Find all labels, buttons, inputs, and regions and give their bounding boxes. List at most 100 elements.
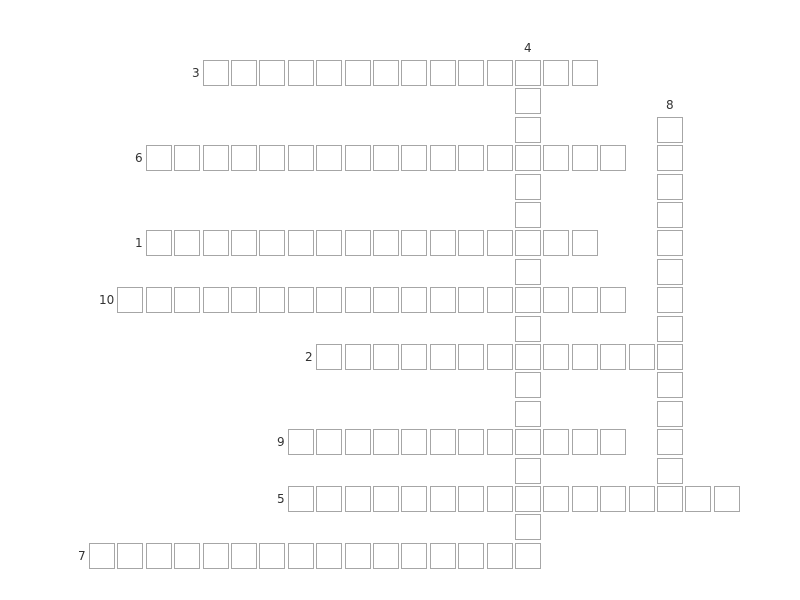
letter-input[interactable]: [459, 231, 483, 255]
crossword-cell[interactable]: [543, 145, 569, 171]
crossword-cell[interactable]: [657, 117, 683, 143]
letter-input[interactable]: [346, 544, 370, 568]
crossword-cell[interactable]: [487, 230, 513, 256]
crossword-cell[interactable]: [515, 401, 541, 427]
crossword-cell[interactable]: [373, 486, 399, 512]
letter-input[interactable]: [289, 288, 313, 312]
letter-input[interactable]: [346, 61, 370, 85]
letter-input[interactable]: [658, 373, 682, 397]
crossword-cell[interactable]: [401, 145, 427, 171]
crossword-cell[interactable]: [543, 60, 569, 86]
letter-input[interactable]: [630, 487, 654, 511]
crossword-cell[interactable]: [373, 145, 399, 171]
crossword-cell[interactable]: [543, 230, 569, 256]
letter-input[interactable]: [516, 373, 540, 397]
letter-input[interactable]: [147, 231, 171, 255]
letter-input[interactable]: [204, 146, 228, 170]
crossword-cell[interactable]: [458, 543, 484, 569]
letter-input[interactable]: [658, 459, 682, 483]
crossword-cell[interactable]: [316, 543, 342, 569]
crossword-cell[interactable]: [174, 145, 200, 171]
crossword-cell[interactable]: [231, 287, 257, 313]
letter-input[interactable]: [516, 146, 540, 170]
crossword-cell[interactable]: [401, 344, 427, 370]
crossword-cell[interactable]: [288, 287, 314, 313]
letter-input[interactable]: [516, 203, 540, 227]
letter-input[interactable]: [431, 146, 455, 170]
crossword-cell[interactable]: [288, 60, 314, 86]
crossword-cell[interactable]: [146, 543, 172, 569]
crossword-cell[interactable]: [373, 429, 399, 455]
letter-input[interactable]: [260, 61, 284, 85]
letter-input[interactable]: [346, 146, 370, 170]
letter-input[interactable]: [260, 544, 284, 568]
crossword-cell[interactable]: [657, 174, 683, 200]
letter-input[interactable]: [260, 146, 284, 170]
letter-input[interactable]: [516, 61, 540, 85]
crossword-cell[interactable]: [657, 429, 683, 455]
crossword-cell[interactable]: [146, 145, 172, 171]
letter-input[interactable]: [374, 61, 398, 85]
letter-input[interactable]: [402, 288, 426, 312]
letter-input[interactable]: [488, 487, 512, 511]
letter-input[interactable]: [544, 345, 568, 369]
crossword-cell[interactable]: [458, 287, 484, 313]
crossword-cell[interactable]: [316, 429, 342, 455]
letter-input[interactable]: [402, 345, 426, 369]
letter-input[interactable]: [431, 544, 455, 568]
letter-input[interactable]: [317, 430, 341, 454]
letter-input[interactable]: [488, 288, 512, 312]
letter-input[interactable]: [544, 288, 568, 312]
letter-input[interactable]: [544, 430, 568, 454]
letter-input[interactable]: [431, 231, 455, 255]
crossword-cell[interactable]: [543, 287, 569, 313]
letter-input[interactable]: [260, 288, 284, 312]
letter-input[interactable]: [658, 118, 682, 142]
crossword-cell[interactable]: [430, 287, 456, 313]
letter-input[interactable]: [658, 487, 682, 511]
crossword-cell[interactable]: [231, 230, 257, 256]
letter-input[interactable]: [204, 61, 228, 85]
letter-input[interactable]: [658, 317, 682, 341]
crossword-cell[interactable]: [430, 145, 456, 171]
letter-input[interactable]: [232, 146, 256, 170]
letter-input[interactable]: [544, 146, 568, 170]
letter-input[interactable]: [431, 288, 455, 312]
crossword-cell[interactable]: [515, 344, 541, 370]
letter-input[interactable]: [573, 288, 597, 312]
crossword-cell[interactable]: [572, 60, 598, 86]
letter-input[interactable]: [346, 288, 370, 312]
letter-input[interactable]: [516, 515, 540, 539]
letter-input[interactable]: [289, 146, 313, 170]
letter-input[interactable]: [686, 487, 710, 511]
letter-input[interactable]: [232, 544, 256, 568]
letter-input[interactable]: [232, 61, 256, 85]
letter-input[interactable]: [118, 544, 142, 568]
crossword-cell[interactable]: [515, 145, 541, 171]
letter-input[interactable]: [573, 61, 597, 85]
crossword-cell[interactable]: [373, 287, 399, 313]
crossword-cell[interactable]: [572, 344, 598, 370]
letter-input[interactable]: [204, 544, 228, 568]
crossword-cell[interactable]: [345, 145, 371, 171]
letter-input[interactable]: [374, 345, 398, 369]
letter-input[interactable]: [658, 402, 682, 426]
crossword-cell[interactable]: [458, 145, 484, 171]
crossword-cell[interactable]: [345, 230, 371, 256]
crossword-cell[interactable]: [515, 202, 541, 228]
crossword-cell[interactable]: [316, 287, 342, 313]
crossword-cell[interactable]: [543, 486, 569, 512]
letter-input[interactable]: [601, 487, 625, 511]
crossword-cell[interactable]: [572, 486, 598, 512]
crossword-cell[interactable]: [316, 486, 342, 512]
crossword-cell[interactable]: [487, 543, 513, 569]
crossword-cell[interactable]: [259, 287, 285, 313]
letter-input[interactable]: [459, 288, 483, 312]
crossword-cell[interactable]: [600, 344, 626, 370]
crossword-cell[interactable]: [458, 60, 484, 86]
crossword-cell[interactable]: [657, 202, 683, 228]
crossword-cell[interactable]: [657, 287, 683, 313]
letter-input[interactable]: [601, 146, 625, 170]
crossword-cell[interactable]: [657, 316, 683, 342]
letter-input[interactable]: [516, 345, 540, 369]
